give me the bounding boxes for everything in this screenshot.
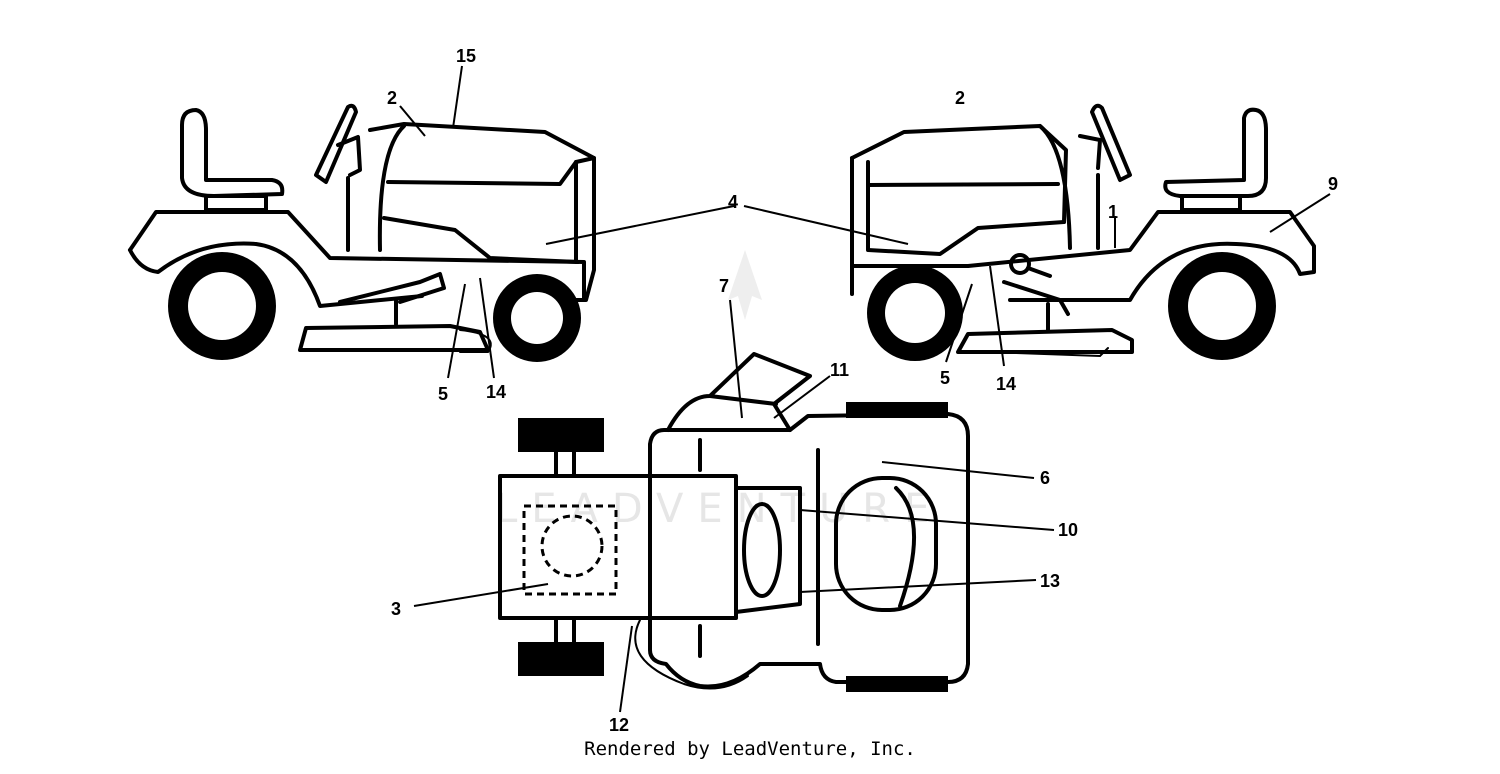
callout-2-right: 2 [955, 88, 965, 108]
callout-5-right: 5 [940, 368, 950, 388]
hood-left [368, 122, 596, 302]
mower-deck-top [648, 412, 970, 689]
hood-right [850, 124, 1068, 224]
hood-top [498, 474, 738, 620]
fender-left [128, 210, 586, 302]
top-front-wheel-upper [518, 418, 604, 452]
leader-lines [399, 65, 1331, 713]
cable-top [634, 619, 749, 690]
discharge-chute [666, 352, 812, 432]
callout-12: 12 [609, 715, 629, 735]
battery-area-dashed [522, 504, 618, 596]
callout-10: 10 [1058, 520, 1078, 540]
callout-3: 3 [391, 599, 401, 619]
watermark-text: LEADVENTURE [495, 486, 943, 532]
watermark-logo-icon [728, 250, 762, 320]
tractor-top-view [498, 352, 970, 692]
steering-console-top [742, 502, 782, 598]
callout-6: 6 [1040, 468, 1050, 488]
seat-base-right [1180, 194, 1242, 212]
seat-right [1163, 107, 1268, 198]
ignition-knob-right [1009, 253, 1031, 275]
tractor-right-side-view [850, 103, 1316, 361]
tractor-left-side-view [128, 103, 596, 362]
callout-15: 15 [456, 46, 476, 66]
callout-2-left: 2 [387, 88, 397, 108]
callout-4: 4 [728, 192, 738, 212]
callout-14-left: 14 [486, 382, 506, 402]
callout-7: 7 [719, 276, 729, 296]
callout-9: 9 [1328, 174, 1338, 194]
fender-right [966, 210, 1316, 302]
credit-text: Rendered by LeadVenture, Inc. [584, 738, 916, 760]
callout-11: 11 [830, 360, 849, 380]
callout-13: 13 [1040, 571, 1060, 591]
mower-deck-left [298, 324, 490, 352]
seat-left [180, 108, 285, 198]
steering-wheel-right [1090, 103, 1132, 182]
callout-5-left: 5 [438, 384, 448, 404]
steering-wheel-left [314, 103, 358, 184]
seat-top [834, 476, 938, 612]
callout-1: 1 [1108, 202, 1118, 222]
callout-labels: 15 2 2 4 1 9 5 14 5 14 7 11 6 10 13 3 12 [387, 46, 1338, 735]
top-front-wheel-lower [518, 642, 604, 676]
seat-base-left [204, 194, 268, 212]
callout-14-right: 14 [996, 374, 1016, 394]
